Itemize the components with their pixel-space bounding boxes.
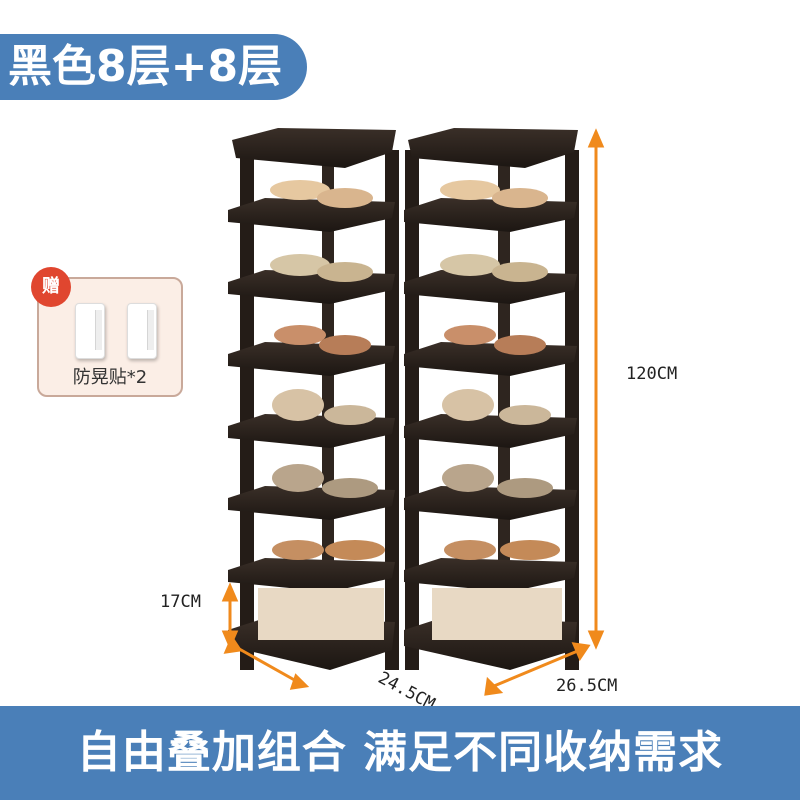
left-rack-tower	[228, 128, 399, 670]
shoe-pairs-left	[258, 180, 385, 640]
gift-card: 赠 防晃贴*2	[31, 267, 183, 397]
gift-label: 防晃贴*2	[72, 367, 148, 388]
dimension-arrows	[221, 128, 605, 696]
title-text: 黑色8层+8层	[8, 41, 283, 92]
anti-shake-pad-icon	[75, 303, 105, 359]
gift-badge: 赠	[31, 267, 71, 307]
title-banner: 黑色8层+8层	[0, 34, 307, 100]
tagline-text: 自由叠加组合 满足不同收纳需求	[76, 727, 724, 778]
tagline-banner: 自由叠加组合 满足不同收纳需求	[0, 706, 800, 800]
anti-shake-pad-icon	[127, 303, 157, 359]
width-dimension-label: 26.5CM	[556, 676, 618, 696]
height-dimension-label: 120CM	[626, 364, 678, 384]
layer-gap-dimension-label: 17CM	[160, 592, 201, 612]
right-rack-tower	[404, 128, 579, 670]
shoe-pairs-right	[432, 180, 562, 640]
